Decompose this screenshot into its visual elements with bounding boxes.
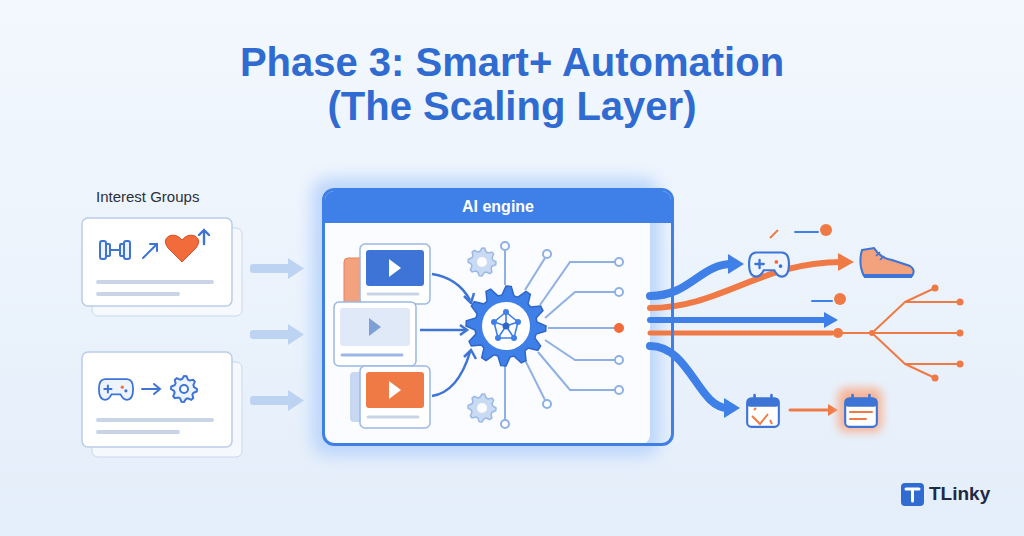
party-icon <box>752 408 772 424</box>
central-gear <box>466 286 546 366</box>
gamepad-icon <box>749 252 789 276</box>
calendar-icon <box>747 395 779 427</box>
video-cards <box>334 244 430 428</box>
title: Phase 3: Smart+ Automation (The Scaling … <box>212 40 812 128</box>
output-arrows <box>650 262 842 410</box>
small-gear <box>468 394 496 422</box>
branch-dots <box>833 285 964 382</box>
highlight-glow <box>838 388 882 432</box>
network-icon <box>482 302 530 350</box>
logo-mark <box>901 483 924 506</box>
input-arrow <box>250 258 304 411</box>
heart-icon <box>165 235 199 262</box>
arrow-icon <box>143 244 157 258</box>
gamepad-icon <box>99 379 133 400</box>
box-heading: AI engine <box>325 191 671 223</box>
arrow-icon <box>142 384 160 394</box>
card-to-gear-arrow <box>420 274 476 396</box>
small-gear <box>468 248 496 276</box>
arrow-heads <box>724 253 854 418</box>
branch-lines <box>838 288 960 378</box>
interest-card <box>82 352 242 457</box>
group-label: Interest Groups <box>96 188 199 205</box>
engine-body <box>322 188 650 446</box>
calendar-icon <box>845 395 877 427</box>
shoe-icon <box>860 248 913 276</box>
gear-icon <box>171 376 197 402</box>
brand-logo: TLinky <box>929 483 990 505</box>
engine-box: AI engine <box>322 188 674 446</box>
interest-card <box>82 218 242 316</box>
dumbbell-icon <box>100 241 130 259</box>
up-arrow <box>199 230 209 244</box>
